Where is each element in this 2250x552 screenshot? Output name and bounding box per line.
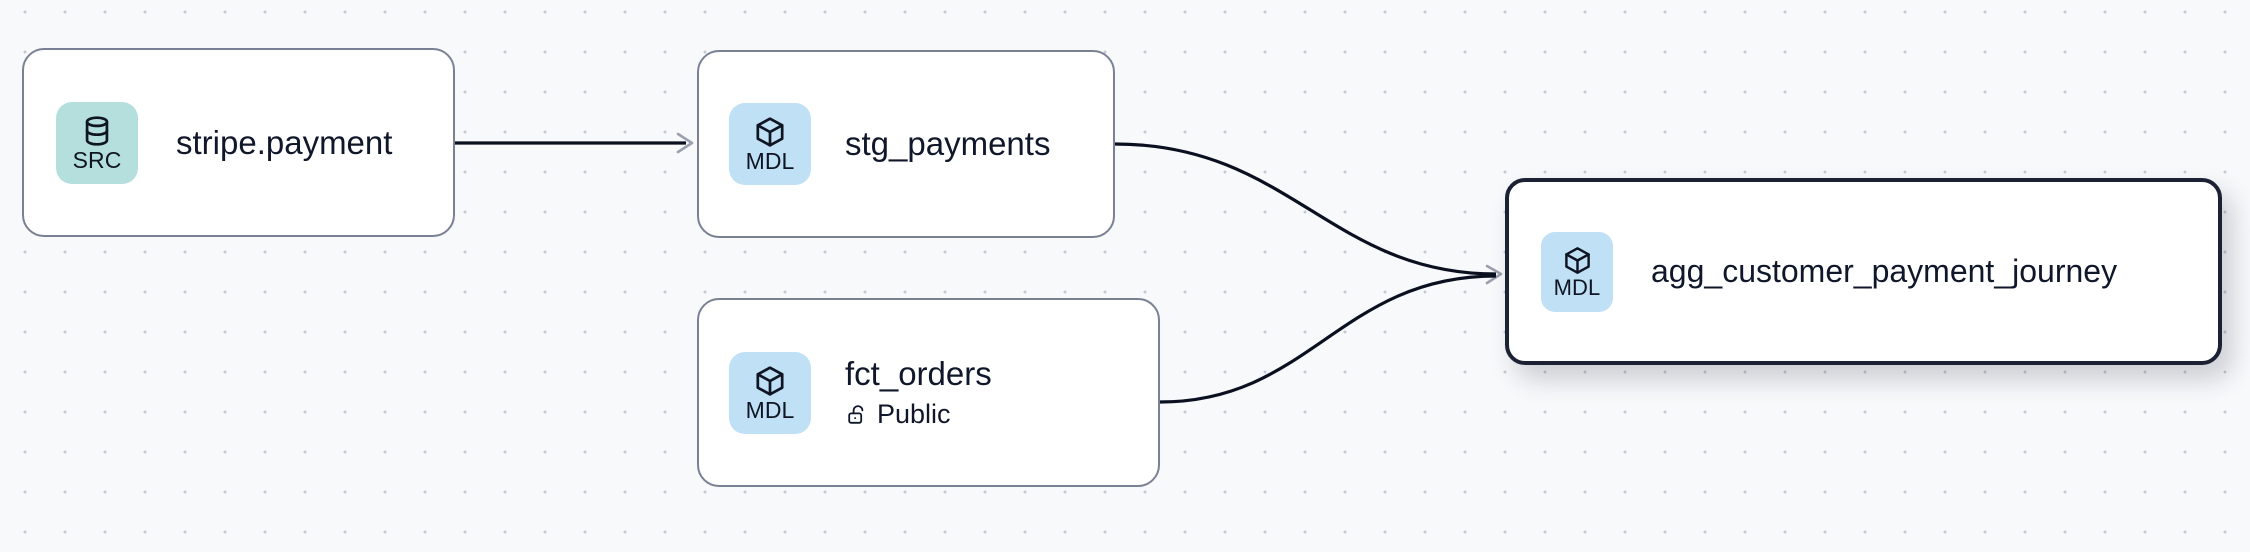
edge-stripe-payment-to-stg-payments — [455, 132, 694, 154]
node-title: agg_customer_payment_journey — [1651, 253, 2118, 290]
node-body: fct_orders Public — [845, 355, 992, 430]
database-icon — [80, 114, 114, 148]
node-stripe-payment[interactable]: SRC stripe.payment — [22, 48, 455, 237]
cube-icon — [753, 364, 787, 398]
unlock-icon — [845, 403, 869, 427]
node-agg-customer-payment-journey[interactable]: MDL agg_customer_payment_journey — [1505, 178, 2222, 365]
model-badge-label: MDL — [745, 148, 795, 174]
model-badge: MDL — [729, 103, 811, 185]
node-stg-payments[interactable]: MDL stg_payments — [697, 50, 1115, 238]
node-visibility: Public — [845, 399, 992, 430]
node-visibility-label: Public — [877, 399, 951, 430]
cube-icon — [753, 115, 787, 149]
node-body: stripe.payment — [176, 124, 392, 162]
node-title: fct_orders — [845, 355, 992, 393]
node-body: agg_customer_payment_journey — [1651, 253, 2117, 290]
model-badge: MDL — [729, 351, 811, 434]
node-title: stripe.payment — [176, 123, 393, 161]
model-badge-label: MDL — [745, 396, 795, 423]
node-body: stg_payments — [845, 125, 1050, 163]
source-badge: SRC — [56, 101, 138, 184]
node-title: stg_payments — [845, 125, 1051, 163]
source-badge-label: SRC — [72, 146, 122, 173]
node-fct-orders[interactable]: MDL fct_orders Public — [697, 298, 1160, 487]
edge-stg-payments-to-agg-customer-payment-journey — [1114, 142, 1503, 285]
edge-fct-orders-to-agg-customer-payment-journey — [1159, 274, 1497, 404]
cube-icon — [1562, 245, 1593, 276]
model-badge-label: MDL — [1553, 274, 1601, 300]
model-badge: MDL — [1541, 231, 1613, 312]
